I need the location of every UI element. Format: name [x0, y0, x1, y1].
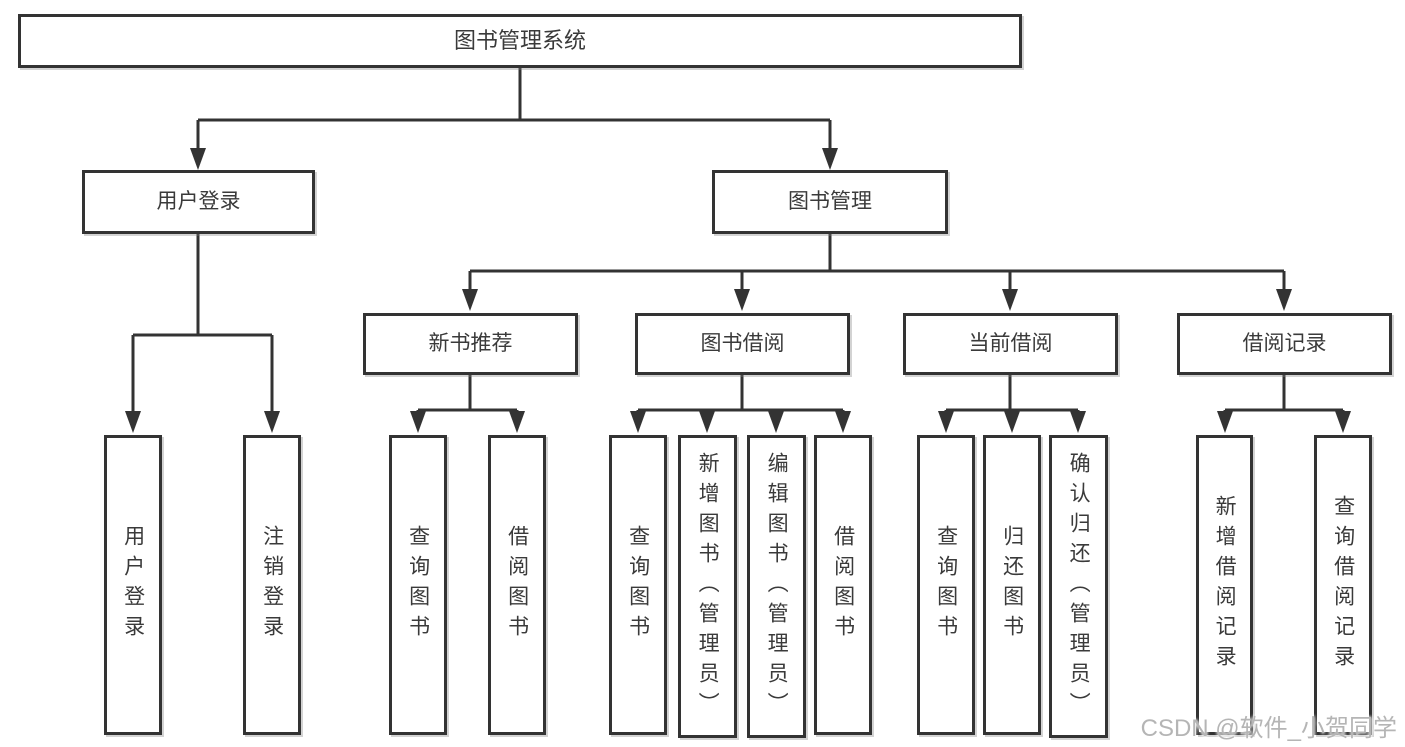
leaf-currentborrow-query-books: 查询图书 [917, 435, 975, 735]
connector-newbook-to-leaves [416, 375, 519, 413]
node-label: 借阅图书 [505, 525, 529, 645]
node-label: 新书推荐 [428, 332, 513, 356]
leaf-user-login: 用户登录 [104, 435, 162, 735]
connector-root-to-level2 [196, 68, 832, 150]
leaf-logout-login: 注销登录 [243, 435, 301, 735]
leaf-currentborrow-confirm-return-admin: 确认归还（管理员） [1049, 435, 1108, 738]
node-label: 确认归还（管理员） [1067, 451, 1091, 722]
connector-borrowrecords-to-leaves [1223, 375, 1345, 413]
node-library-management-system: 图书管理系统 [18, 14, 1022, 68]
node-label: 借阅记录 [1242, 332, 1327, 356]
arrowhead [509, 411, 525, 433]
arrowhead [125, 411, 141, 433]
node-label: 编辑图书（管理员） [765, 451, 789, 722]
arrowhead [1004, 411, 1020, 433]
leaf-borrowrecords-add-record: 新增借阅记录 [1196, 435, 1253, 735]
arrowhead [630, 411, 646, 433]
arrowhead [1335, 411, 1351, 433]
node-current-borrow: 当前借阅 [903, 313, 1118, 375]
node-label: 归还图书 [1000, 525, 1024, 645]
node-label: 图书管理 [788, 190, 872, 214]
leaf-bookborrow-borrow-books: 借阅图书 [814, 435, 872, 735]
node-label: 当前借阅 [968, 332, 1053, 356]
node-label: 图书借阅 [700, 332, 785, 356]
arrowhead [410, 411, 426, 433]
node-label: 查询图书 [406, 525, 430, 645]
arrowhead [734, 289, 750, 311]
node-user-login: 用户登录 [82, 170, 315, 234]
arrowhead [264, 411, 280, 433]
node-new-book-recommend: 新书推荐 [363, 313, 578, 375]
node-label: 借阅图书 [831, 525, 855, 645]
node-label: 注销登录 [260, 525, 284, 645]
leaf-newbook-query-books: 查询图书 [389, 435, 447, 735]
node-book-borrow: 图书借阅 [635, 313, 850, 375]
leaf-bookborrow-edit-books-admin: 编辑图书（管理员） [747, 435, 806, 738]
arrowhead [835, 411, 851, 433]
node-label: 用户登录 [121, 525, 145, 645]
connector-bookmgmt-to-level3 [468, 233, 1286, 291]
node-label: 查询图书 [626, 525, 650, 645]
connector-userlogin-to-leaves [131, 234, 274, 413]
arrowhead [1070, 411, 1086, 433]
leaf-currentborrow-return-books: 归还图书 [983, 435, 1041, 735]
arrowhead [1217, 411, 1233, 433]
arrowhead [768, 411, 784, 433]
node-borrow-records: 借阅记录 [1177, 313, 1392, 375]
node-label: 用户登录 [156, 190, 241, 214]
arrowhead [1276, 289, 1292, 311]
arrowhead [699, 411, 715, 433]
node-label: 查询借阅记录 [1331, 495, 1355, 675]
arrowhead [462, 289, 478, 311]
csdn-watermark: CSDN @软件_小贺同学 [1140, 715, 1397, 742]
leaf-bookborrow-query-books: 查询图书 [609, 435, 667, 735]
node-label: 新增图书（管理员） [696, 451, 720, 722]
arrowhead [1002, 289, 1018, 311]
node-label: 查询图书 [934, 525, 958, 645]
connector-bookborrow-to-leaves [636, 375, 845, 413]
leaf-borrowrecords-query-record: 查询借阅记录 [1314, 435, 1372, 735]
arrowhead [938, 411, 954, 433]
leaf-newbook-borrow-books: 借阅图书 [488, 435, 546, 735]
node-book-management: 图书管理 [712, 170, 948, 234]
leaf-bookborrow-add-books-admin: 新增图书（管理员） [678, 435, 737, 738]
arrowhead [190, 148, 206, 170]
node-label: 图书管理系统 [453, 27, 586, 53]
node-label: 新增借阅记录 [1213, 495, 1237, 675]
arrowhead [822, 148, 838, 170]
connector-currentborrow-to-leaves [944, 375, 1080, 413]
